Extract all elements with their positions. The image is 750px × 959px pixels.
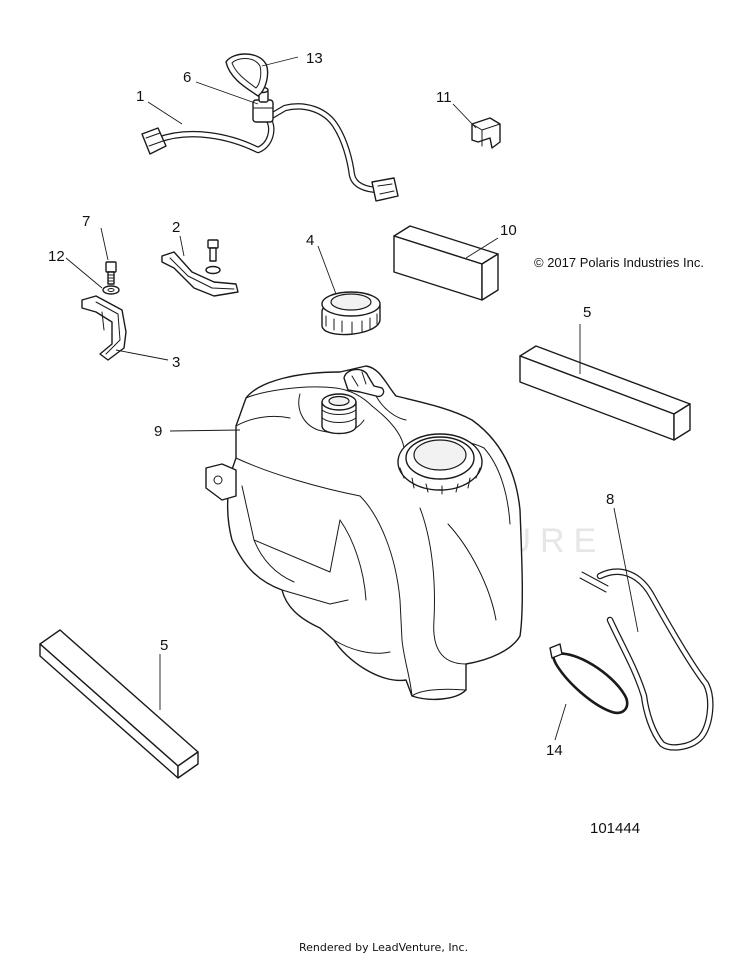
part-bolt[interactable] [105,261,117,285]
part-hose-loop[interactable] [579,568,714,751]
callout-5-right: 5 [583,304,591,321]
part-bracket-upper[interactable] [161,239,239,297]
callout-13: 13 [306,50,323,67]
part-retaining-ring[interactable] [225,53,269,97]
part-foam-pad-large-left[interactable] [39,629,199,779]
copyright-notice: © 2017 Polaris Industries Inc. [534,255,704,270]
part-vent-hose[interactable] [141,103,399,202]
callout-9: 9 [154,423,162,440]
callout-14: 14 [546,742,563,759]
part-bracket-lower[interactable] [81,295,127,361]
callout-11: 11 [436,89,452,106]
diagram-number: 101444 [590,820,640,837]
leader-lines [65,56,639,741]
part-fuel-cap[interactable] [321,291,381,336]
callout-10: 10 [500,222,517,239]
callout-5-left: 5 [160,637,168,654]
callouts: 1 2 3 4 5 5 6 7 8 9 10 11 12 13 14 [48,50,614,759]
part-foam-pad-small[interactable] [393,225,499,301]
callout-7: 7 [82,213,90,230]
callout-8: 8 [606,491,614,508]
footer-credit: Rendered by LeadVenture, Inc. [299,941,468,954]
callout-12: 12 [48,248,65,265]
callout-1: 1 [136,88,144,105]
part-fuel-tank[interactable] [205,365,524,701]
callout-4: 4 [306,232,314,249]
part-foam-pad-large-right[interactable] [519,345,691,441]
part-washer[interactable] [102,285,120,295]
callout-6: 6 [183,69,191,86]
part-clip[interactable] [471,117,501,149]
callout-2: 2 [172,219,180,236]
callout-3: 3 [172,354,180,371]
part-hose-clamp[interactable] [549,643,629,715]
